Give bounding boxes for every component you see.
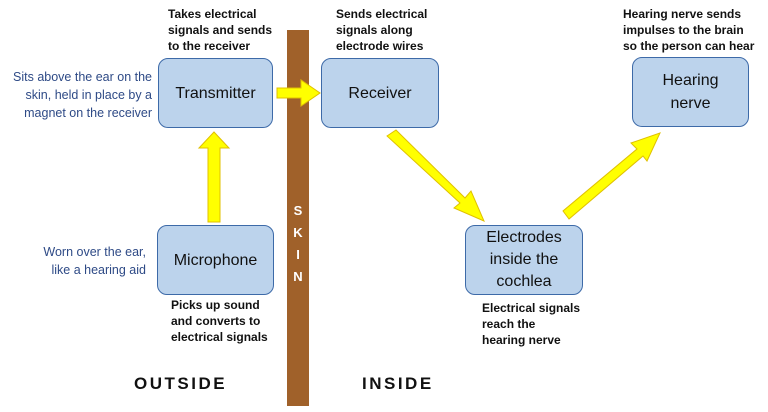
transmitter-box: Transmitter xyxy=(158,58,273,128)
transmitter-description-line-3: magnet on the receiver xyxy=(24,106,152,120)
receiver-note: Sends electrical signals along electrode… xyxy=(336,6,427,54)
hearing-nerve-note: Hearing nerve sends impulses to the brai… xyxy=(623,6,754,54)
electrodes-box: Electrodes inside the cochlea xyxy=(465,225,583,295)
arrow-microphone-to-transmitter xyxy=(197,131,231,223)
outside-label: OUTSIDE xyxy=(134,374,228,393)
microphone-note-line-2: and converts to xyxy=(171,314,261,328)
electrodes-note-line-3: hearing nerve xyxy=(482,333,561,347)
transmitter-note-line-2: signals and sends xyxy=(168,23,273,37)
microphone-description-line-2: like a hearing aid xyxy=(51,263,146,277)
arrow-transmitter-to-receiver xyxy=(276,79,321,107)
hearing-nerve-note-line-1: Hearing nerve sends xyxy=(623,7,742,21)
receiver-box: Receiver xyxy=(321,58,439,128)
microphone-description: Worn over the ear, like a hearing aid xyxy=(16,243,146,279)
skin-bar: S K I N xyxy=(287,30,309,406)
microphone-note-line-1: Picks up sound xyxy=(171,298,260,312)
electrodes-label-line-1: Electrodes xyxy=(486,229,562,246)
microphone-box: Microphone xyxy=(157,225,274,295)
receiver-label: Receiver xyxy=(348,84,412,102)
microphone-description-line-1: Worn over the ear, xyxy=(43,245,146,259)
transmitter-description: Sits above the ear on the skin, held in … xyxy=(0,68,152,122)
electrodes-label-line-3: cochlea xyxy=(496,273,552,290)
transmitter-label: Transmitter xyxy=(175,84,256,102)
electrodes-note-line-2: reach the xyxy=(482,317,536,331)
electrodes-note-line-1: Electrical signals xyxy=(482,301,581,315)
transmitter-description-line-1: Sits above the ear on the xyxy=(13,70,152,84)
receiver-note-line-3: electrode wires xyxy=(336,39,424,53)
transmitter-note: Takes electrical signals and sends to th… xyxy=(168,6,272,54)
electrodes-label-line-2: inside the xyxy=(489,251,559,268)
receiver-note-line-2: signals along xyxy=(336,23,413,37)
microphone-note-line-3: electrical signals xyxy=(171,330,268,344)
hearing-nerve-label-line-1: Hearing xyxy=(662,72,719,89)
microphone-label: Microphone xyxy=(173,251,258,269)
skin-label: S K I N xyxy=(293,203,303,284)
hearing-nerve-note-line-2: impulses to the brain xyxy=(623,23,744,37)
transmitter-description-line-2: skin, held in place by a xyxy=(25,88,152,102)
arrow-electrodes-to-hearing-nerve xyxy=(562,132,661,220)
microphone-note: Picks up sound and converts to electrica… xyxy=(171,297,268,345)
arrow-receiver-to-electrodes xyxy=(386,129,485,222)
hearing-nerve-label-line-2: nerve xyxy=(670,95,711,112)
receiver-note-line-1: Sends electrical xyxy=(336,7,428,21)
hearing-nerve-note-line-3: so the person can hear xyxy=(623,39,755,53)
electrodes-note: Electrical signals reach the hearing ner… xyxy=(482,300,580,348)
hearing-nerve-box: Hearing nerve xyxy=(632,57,749,127)
inside-label: INSIDE xyxy=(362,374,434,393)
transmitter-note-line-1: Takes electrical xyxy=(168,7,257,21)
transmitter-note-line-3: to the receiver xyxy=(168,39,251,53)
